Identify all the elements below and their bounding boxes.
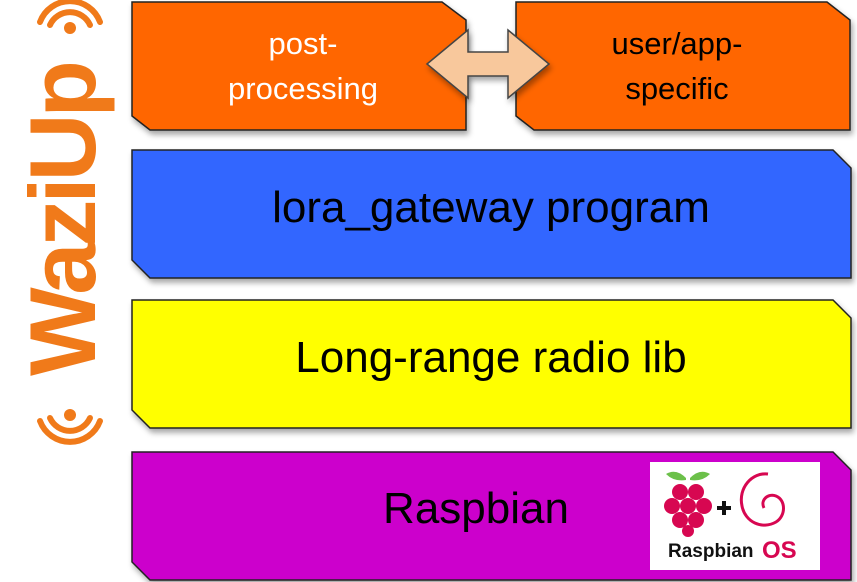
debian-swirl-icon bbox=[739, 472, 785, 527]
post-processing-box: post- processing bbox=[131, 1, 467, 131]
raspbian-label: Raspbian bbox=[383, 484, 569, 533]
raspbian-os-badge: Raspbian OS bbox=[650, 462, 820, 570]
plus-icon bbox=[717, 501, 731, 515]
radio-lib-label: Long-range radio lib bbox=[295, 333, 686, 382]
waziup-logo: WaziUp bbox=[10, 63, 115, 376]
user-app-line1: user/app- bbox=[612, 26, 743, 61]
raspberry-pi-icon bbox=[664, 471, 712, 537]
post-processing-line1: post- bbox=[269, 26, 338, 61]
waziup-logo-text: WaziUp bbox=[10, 63, 115, 376]
user-app-specific-box: user/app- specific bbox=[515, 1, 851, 131]
raspbian-box: Raspbian Ras bbox=[131, 451, 852, 581]
signal-waves-icon bbox=[37, 0, 103, 445]
gateway-program-label: lora_gateway program bbox=[272, 183, 710, 232]
badge-os-text: OS bbox=[762, 537, 797, 564]
user-app-line2: specific bbox=[625, 71, 728, 106]
radio-lib-box: Long-range radio lib bbox=[131, 299, 852, 429]
gateway-program-box: lora_gateway program bbox=[131, 149, 852, 279]
badge-raspbian-text: Raspbian bbox=[668, 541, 754, 562]
post-processing-line2: processing bbox=[228, 71, 378, 106]
double-arrow-icon bbox=[425, 28, 551, 100]
